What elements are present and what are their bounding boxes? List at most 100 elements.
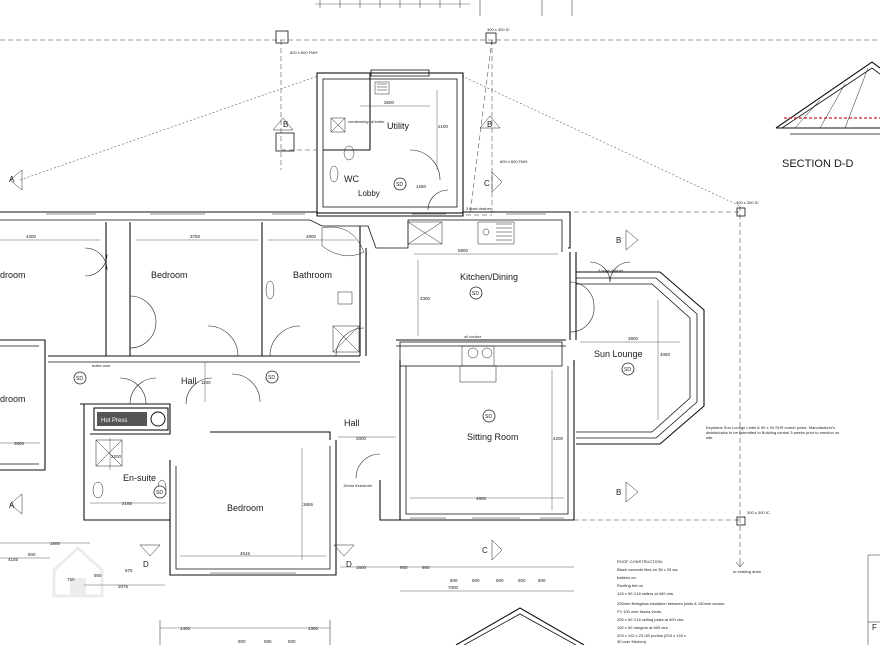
roof-note-7: 200 x 50 C16 ceiling joists at 400 ctrs. — [617, 617, 684, 622]
interior-dimensions: 4300 3750 2900 5800 4300 3800 4060 1100 … — [0, 234, 671, 560]
dim-bm-2: 900 — [422, 565, 430, 570]
marker-a-top: A — [9, 175, 15, 184]
svg-text:SD: SD — [76, 376, 83, 382]
room-labels: droom droom Bedroom Bathroom Kitchen/Din… — [0, 270, 643, 513]
oil-cooker-note: oil cooker — [464, 334, 482, 339]
roof-note-6: FV 100 over fascia vents. — [617, 609, 662, 614]
roof-note-1: Black concrete tiles on 38 x 25 sw. — [617, 567, 678, 572]
dim-bl-6: 2075 — [118, 584, 129, 589]
lobby-height-dim: 1250 — [416, 184, 427, 189]
dim-ensuite-w: 2165 — [122, 501, 133, 506]
roof-note-10: 30 over Kitchen) — [617, 639, 647, 644]
kitchen-fixtures: oil cooker — [399, 221, 563, 383]
dim-br2-3: 500 — [288, 639, 296, 644]
hot-press-label: Hot Press — [101, 418, 127, 424]
svg-text:SD: SD — [156, 490, 163, 496]
room-sun-lounge: Sun Lounge — [594, 349, 643, 359]
room-sitting: Sitting Room — [467, 432, 519, 442]
dim-bm-3: 600 — [450, 578, 458, 583]
marker-c-top: C — [484, 179, 490, 188]
sun-lounge-spec-note: Keystone Sun Lounge Lintel & 90 x 90 SHS… — [706, 425, 840, 440]
smoke-detector-lobby: SD — [393, 177, 407, 191]
section-d-d-drawing: SECTION D-D F — [775, 61, 880, 645]
smoke-detector-ensuite: SD — [153, 485, 167, 499]
misc-notes: boiler over 15mm threshold 3 bowl draine… — [92, 206, 840, 488]
dim-left-2: 3800 — [14, 441, 25, 446]
dim-bm-5: 600 — [496, 578, 504, 583]
smoke-detector-sun: SD — [621, 362, 635, 376]
dim-hall-h: 1100 — [201, 380, 211, 385]
smoke-detector-hall-left: SD — [73, 371, 87, 385]
top-dimension-strip — [315, 0, 573, 16]
watermark-logo — [52, 545, 104, 598]
dim-bl-3: 750 — [67, 577, 75, 582]
sun-lounge-walls — [576, 271, 705, 445]
bottom-dimension-strings: 1600 4165 900 750 900 575 2075 1600 900 … — [0, 541, 574, 645]
main-house-walls — [0, 211, 577, 576]
marker-d-right: D — [346, 560, 352, 569]
roof-note-9: 203 x 102 x 23 UB purlins (203 x 133 x — [617, 633, 686, 638]
dim-kitchen-w: 5800 — [458, 248, 469, 253]
dim-bl-5: 575 — [125, 568, 133, 573]
smoke-detector-sitting: SD — [482, 409, 496, 423]
svg-text:SD: SD — [396, 182, 403, 188]
marker-c-bottom: C — [482, 546, 488, 555]
marker-b-1: B — [283, 120, 288, 129]
utility-block: 3600 2100 1250 condensing oil boiler Uti… — [316, 69, 464, 214]
ic-label-right-bottom: 300 x 300 IC — [747, 510, 770, 515]
dim-bedroom2-w: 4515 — [240, 551, 251, 556]
room-left-mid: droom — [0, 394, 26, 404]
dim-ensuite-h: 2200 — [111, 454, 122, 459]
dim-left-1: 4300 — [26, 234, 37, 239]
marker-d-left: D — [143, 560, 149, 569]
dim-bl-0: 1600 — [50, 541, 61, 546]
section-f-marker: F — [872, 623, 877, 632]
dim-bl-4: 900 — [94, 573, 102, 578]
dim-bl-2: 900 — [28, 552, 36, 557]
dim-bm-1: 900 — [400, 565, 408, 570]
three-bowl-note-2: 3 bowl drainer — [466, 206, 492, 211]
dim-bottom-total: 7000 — [448, 585, 459, 590]
utility-label: Utility — [387, 121, 409, 131]
boiler-note: condensing oil boiler — [348, 119, 385, 124]
windows — [46, 213, 564, 574]
dim-sitting-h: 4200 — [553, 436, 564, 441]
three-bowl-note: 3 bowl drainer — [598, 268, 624, 273]
dim-bm-7: 600 — [538, 578, 546, 583]
dim-bathroom-w: 2900 — [306, 234, 317, 239]
utility-width-dim: 3600 — [384, 100, 395, 105]
dim-br2-4: 1300 — [308, 626, 319, 631]
dim-hall-w: 2000 — [356, 436, 367, 441]
ic-label-top: 300 x 300 IC — [487, 27, 510, 32]
roof-note-5: 200mm fibreglass insulation between jois… — [617, 601, 725, 606]
dim-br2-2: 590 — [264, 639, 272, 644]
room-hall-1: Hall — [181, 376, 197, 386]
smoke-detector-kitchen: SD — [469, 286, 483, 300]
wc-label: WC — [344, 174, 359, 184]
ic-label-right-top: 300 x 300 IC — [736, 200, 759, 205]
svg-text:SD: SD — [485, 414, 492, 420]
room-bedroom-1: Bedroom — [151, 270, 188, 280]
smoke-detector-hall: SD — [265, 370, 279, 384]
marker-b-2: B — [487, 120, 492, 129]
svg-text:SD: SD — [624, 367, 631, 373]
marker-b-3: B — [616, 236, 621, 245]
bathroom-fixtures — [265, 226, 365, 353]
dim-bedroom2-h: 3655 — [303, 502, 314, 507]
dim-bm-0: 1600 — [356, 565, 367, 570]
inspection-chambers: 600 x 600 FMH 300 x 300 IC 300 x 300 IC … — [275, 27, 770, 574]
smoke-detectors: SD SD SD SD SD SD — [73, 286, 635, 499]
svg-text:SD: SD — [472, 291, 479, 297]
room-hall-2: Hall — [344, 418, 360, 428]
dim-bedroom-w: 3750 — [190, 234, 201, 239]
lobby-label: Lobby — [358, 189, 380, 198]
fmh-label-1: 600 x 600 FMH — [290, 50, 317, 55]
to-drain-note: to existing drain — [733, 569, 761, 574]
room-left-top: droom — [0, 270, 26, 280]
hot-press: Hot Press — [92, 407, 169, 499]
marker-a-bottom: A — [9, 501, 15, 510]
dim-bm-6: 600 — [518, 578, 526, 583]
dim-br2-0: 1400 — [180, 626, 191, 631]
room-bathroom: Bathroom — [293, 270, 332, 280]
